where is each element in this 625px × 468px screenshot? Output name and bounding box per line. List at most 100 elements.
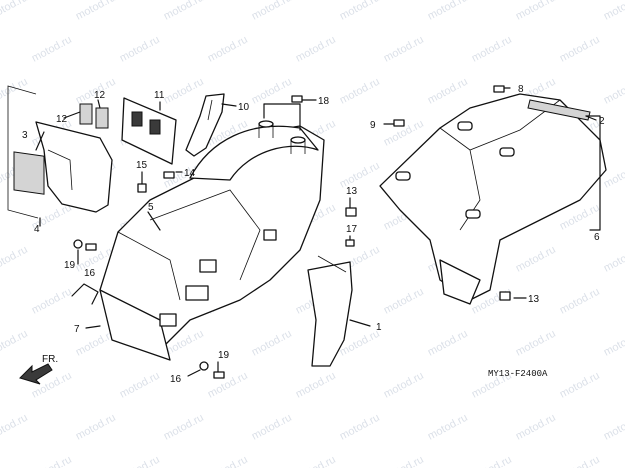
inner-cover-assembly (7, 85, 113, 219)
front-arrow-icon: FR. (19, 354, 58, 385)
watermark-text: motod.ru (470, 454, 514, 468)
watermark-text: motod.ru (206, 34, 250, 65)
callout-19a: 19 (64, 260, 76, 271)
bolt-8-icon (493, 85, 505, 93)
callout-4: 4 (34, 224, 40, 235)
figure-code: MY13-F2400A (488, 369, 548, 379)
watermark-text: motod.ru (0, 328, 30, 359)
watermark-text: motod.ru (30, 286, 74, 317)
fasteners (73, 85, 511, 379)
watermark-text: motod.ru (294, 454, 338, 468)
watermark-text: motod.ru (602, 328, 625, 359)
watermark-text: motod.ru (74, 412, 118, 443)
watermark-text: motod.ru (250, 76, 294, 107)
bolt-17-icon (345, 239, 355, 247)
watermark-text: motod.ru (558, 286, 602, 317)
watermark-text: motod.ru (514, 244, 558, 275)
watermark-text: motod.ru (118, 34, 162, 65)
callout-labels: 1 2 3 4 5 6 7 8 9 10 11 12 12 13 13 14 1… (22, 84, 605, 385)
watermark-text: motod.ru (558, 454, 602, 468)
callout-12b: 12 (94, 90, 106, 101)
watermark-text: motod.ru (514, 0, 558, 23)
watermark-text: motod.ru (294, 370, 338, 401)
callout-12a: 12 (56, 114, 68, 125)
bolt-18-icon (291, 95, 303, 103)
watermark-text: motod.ru (206, 454, 250, 468)
rear-fender-body (71, 120, 325, 361)
watermark-text: motod.ru (74, 0, 118, 23)
watermark-text: motod.ru (118, 454, 162, 468)
callout-10: 10 (238, 102, 250, 113)
watermark-text: motod.ru (162, 0, 206, 23)
bolt-9-icon (393, 119, 405, 127)
watermark-text: motod.ru (30, 34, 74, 65)
bolt-14-icon (163, 171, 175, 179)
strap (185, 93, 225, 157)
watermark-text: motod.ru (426, 328, 470, 359)
bolt-13a-icon (345, 207, 357, 217)
callout-13a: 13 (346, 186, 358, 197)
callout-16a: 16 (84, 268, 96, 279)
watermark-text: motod.ru (514, 412, 558, 443)
watermark-text: motod.ru (294, 34, 338, 65)
bolt-19a-icon (85, 243, 97, 251)
watermark-text: motod.ru (338, 76, 382, 107)
callout-17: 17 (346, 224, 358, 235)
watermark-text: motod.ru (470, 34, 514, 65)
callout-15: 15 (136, 160, 148, 171)
callout-8: 8 (518, 84, 524, 95)
watermark-text: motod.ru (382, 454, 426, 468)
watermark-text: motod.ru (382, 286, 426, 317)
watermark-text: motod.ru (602, 76, 625, 107)
watermark-text: motod.ru (250, 0, 294, 23)
leader-lines (35, 87, 601, 377)
callout-5: 5 (148, 202, 154, 213)
watermark-text: motod.ru (338, 412, 382, 443)
watermark-text: motod.ru (426, 412, 470, 443)
callout-7: 7 (74, 324, 80, 335)
watermark-text: motod.ru (162, 412, 206, 443)
callout-6: 6 (594, 232, 600, 243)
callout-18: 18 (318, 96, 330, 107)
watermark-text: motod.ru (426, 0, 470, 23)
callout-16b: 16 (170, 374, 182, 385)
watermark-text: motod.ru (338, 0, 382, 23)
collar-16a-icon (73, 239, 83, 249)
callout-3: 3 (22, 130, 28, 141)
watermark-text: motod.ru (514, 328, 558, 359)
watermark-text: motod.ru (382, 34, 426, 65)
bolt-19b-icon (213, 371, 225, 379)
callout-13b: 13 (528, 294, 540, 305)
mud-flap (307, 255, 353, 367)
watermark-text: motod.ru (426, 76, 470, 107)
watermark-text: motod.ru (602, 244, 625, 275)
front-label: FR. (42, 354, 58, 365)
watermark-text: motod.ru (558, 34, 602, 65)
bolt-13b-icon (499, 291, 511, 301)
callout-14: 14 (184, 168, 196, 179)
watermark-text: motod.ru (0, 244, 30, 275)
watermark-text: motod.ru (558, 370, 602, 401)
watermark-text: motod.ru (0, 0, 30, 23)
watermark-text: motod.ru (382, 370, 426, 401)
rear-plate (121, 97, 177, 165)
callout-9: 9 (370, 120, 376, 131)
callout-11: 11 (154, 90, 165, 101)
callout-2: 2 (599, 116, 605, 127)
watermark-text: motod.ru (250, 412, 294, 443)
watermark-text: motod.ru (30, 454, 74, 468)
watermark-text: motod.ru (602, 0, 625, 23)
watermark-text: motod.ru (602, 412, 625, 443)
watermark-text: motod.ru (206, 370, 250, 401)
watermark-text: motod.ru (162, 76, 206, 107)
watermark-text: motod.ru (118, 370, 162, 401)
watermark-text: motod.ru (250, 328, 294, 359)
watermark-text: motod.ru (0, 412, 30, 443)
clip-15-icon (137, 183, 147, 193)
callout-1: 1 (376, 322, 382, 333)
callout-19b: 19 (218, 350, 230, 361)
watermark-text: motod.ru (338, 160, 382, 191)
collar-16b-icon (199, 361, 209, 371)
